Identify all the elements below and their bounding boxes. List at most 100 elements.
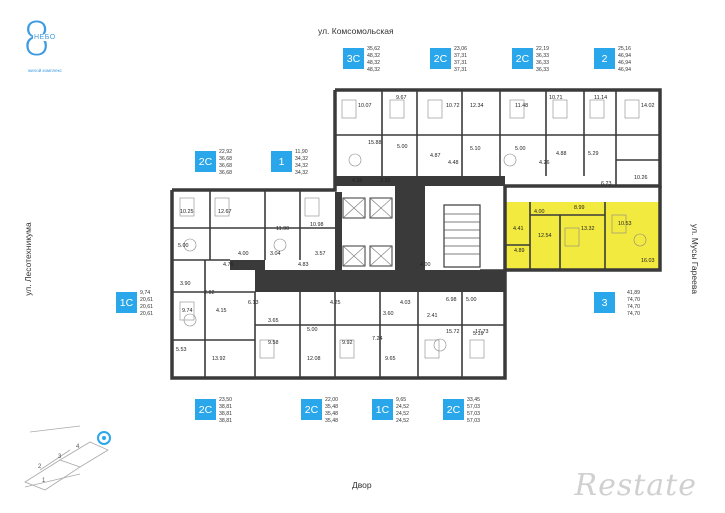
room-label: 2.82 — [204, 290, 215, 296]
apartment-badge-2c-bottom-b[interactable]: 2С — [301, 399, 322, 420]
room-label: 10.25 — [180, 209, 194, 215]
room-label: 4.00 — [534, 209, 545, 215]
minimap-number: 2 — [38, 464, 42, 470]
room-label: 16.03 — [641, 258, 655, 264]
room-label: 5.19 — [473, 331, 484, 337]
room-label: 4.48 — [448, 160, 459, 166]
logo-word: НЕБО — [33, 34, 57, 41]
minimap-number: 3 — [58, 454, 62, 460]
room-label: 5.00 — [178, 243, 189, 249]
apartment-badge-1c-bottom[interactable]: 1С — [372, 399, 393, 420]
corridor-upper — [335, 176, 505, 186]
room-label: 3.04 — [270, 251, 281, 257]
room-label: 7.24 — [372, 336, 383, 342]
room-label: 8.99 — [574, 205, 585, 211]
apartment-badge-2c-mid[interactable]: 2С — [195, 151, 216, 172]
room-label: 12.34 — [470, 103, 484, 109]
room-label: 5.29 — [588, 151, 599, 157]
corridor-stub-a — [395, 186, 407, 286]
minimap-number: 4 — [76, 444, 80, 450]
room-label: 10.53 — [618, 221, 632, 227]
room-label: 4.83 — [298, 262, 309, 268]
room-label: 5.00 — [397, 144, 408, 150]
room-label: 10.71 — [549, 95, 563, 101]
room-label: 5.00 — [466, 297, 477, 303]
apartment-badge-1c-left[interactable]: 1С — [116, 292, 137, 313]
room-label: 4.00 — [420, 262, 431, 268]
room-label: 6.98 — [446, 297, 457, 303]
corridor-vertical — [405, 186, 425, 276]
street-top: ул. Комсомольская — [318, 26, 394, 36]
room-label: 3.65 — [268, 318, 279, 324]
apartment-badge-2-top[interactable]: 2 — [594, 48, 615, 69]
minimap-number: 1 — [42, 478, 46, 484]
street-bottom: Двор — [352, 480, 372, 490]
room-label: 4.87 — [430, 153, 441, 159]
room-label: 12.08 — [307, 356, 321, 362]
room-label: 4.35 — [352, 178, 363, 184]
room-label: 9.92 — [342, 340, 353, 346]
room-label: 5.10 — [470, 146, 481, 152]
room-label: 13.92 — [212, 356, 226, 362]
highlighted-apartment — [505, 202, 660, 270]
room-label: 3.90 — [180, 281, 191, 287]
room-label: 4.03 — [400, 300, 411, 306]
room-label: 4.88 — [556, 151, 567, 157]
room-label: 5.00 — [515, 146, 526, 152]
room-label: 12.54 — [538, 233, 552, 239]
room-label: 4.26 — [539, 160, 550, 166]
room-label: 4.76 — [223, 262, 234, 268]
room-label: 5.00 — [307, 327, 318, 333]
room-label: 10.98 — [310, 222, 324, 228]
room-label: 10.26 — [634, 175, 648, 181]
apartment-badge-3c-top[interactable]: 3С — [343, 48, 364, 69]
apartment-badge-2c-top-b[interactable]: 2С — [512, 48, 533, 69]
apartment-badge-1-mid[interactable]: 1 — [271, 151, 292, 172]
room-label: 10.72 — [446, 103, 460, 109]
room-label: 13.32 — [581, 226, 595, 232]
room-label: 9.58 — [268, 340, 279, 346]
room-label: 9.65 — [385, 356, 396, 362]
room-label: 3.57 — [315, 251, 326, 257]
apartment-badge-2c-bottom-c[interactable]: 2С — [443, 399, 464, 420]
room-label: 6.13 — [248, 300, 259, 306]
apartment-badge-2c-bottom-a[interactable]: 2С — [195, 399, 216, 420]
room-label: 14.02 — [641, 103, 655, 109]
room-label: 2.41 — [427, 313, 438, 319]
location-marker-icon — [97, 431, 111, 445]
room-label: 4.89 — [514, 248, 525, 254]
outer-wall-bottom — [170, 190, 507, 380]
room-label: 4.25 — [330, 300, 341, 306]
outer-wall-right — [505, 186, 662, 272]
apartment-badge-2c-top-a[interactable]: 2С — [430, 48, 451, 69]
room-label: 12.67 — [218, 209, 232, 215]
watermark: Restate — [574, 468, 697, 503]
logo-subtitle: жилой комплекс — [28, 68, 62, 73]
room-label: 4.00 — [238, 251, 249, 257]
room-label: 9.67 — [396, 95, 407, 101]
room-label: 15.72 — [446, 329, 460, 335]
room-label: 6.23 — [601, 181, 612, 187]
outer-wall-left-wing — [172, 90, 337, 192]
room-label: 3.35 — [380, 178, 391, 184]
apartment-badge-3-right[interactable]: 3 — [594, 292, 615, 313]
stair-core-wall — [335, 192, 342, 272]
stair-core — [443, 204, 481, 268]
corridor-main — [255, 270, 505, 292]
room-label: 5.53 — [176, 347, 187, 353]
room-label: 9.74 — [182, 308, 193, 314]
room-label: 4.15 — [216, 308, 227, 314]
